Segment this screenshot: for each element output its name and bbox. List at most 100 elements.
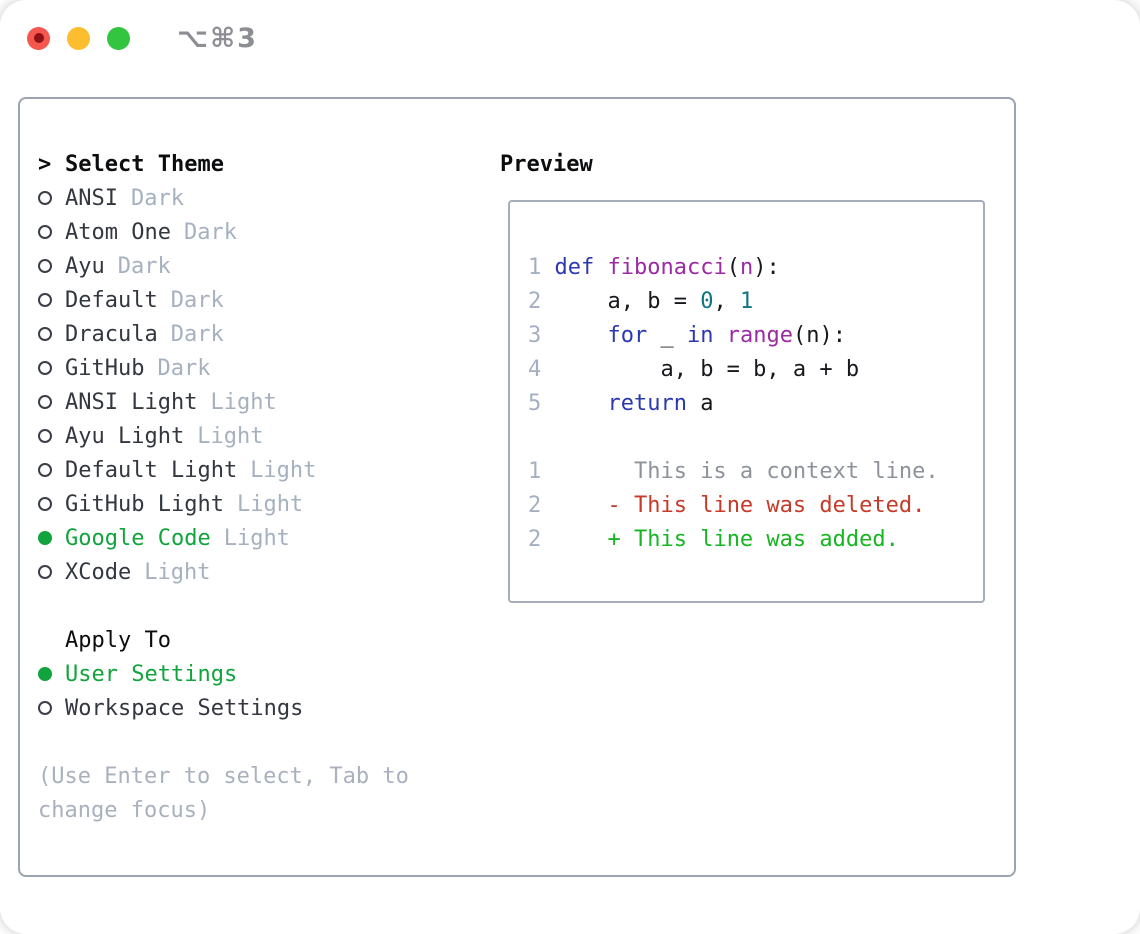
code-segment: (	[726, 255, 740, 280]
theme-variant: Light	[223, 526, 290, 551]
radio-icon	[38, 429, 52, 443]
code-segment	[713, 323, 726, 348]
window-title: ⌥⌘3	[177, 22, 258, 54]
theme-option[interactable]: GitHub Dark	[38, 352, 500, 386]
code-segment: n	[739, 255, 754, 280]
code-segment: This is a context line.	[541, 459, 939, 484]
theme-option[interactable]: Dracula Dark	[38, 318, 500, 352]
preview-column: Preview 1 def fibonacci(n):2 a, b = 0, 1…	[500, 99, 1014, 875]
code-segment: 0	[700, 289, 714, 314]
code-segment: fibonacci	[607, 255, 727, 280]
code-segment	[541, 323, 607, 348]
radio-icon	[38, 327, 52, 341]
apply-to-name: User Settings	[65, 662, 238, 687]
theme-name: GitHub Light	[65, 492, 224, 517]
code-line: 1 def fibonacci(n):	[528, 251, 983, 285]
theme-name: Dracula	[65, 322, 158, 347]
theme-name: Google Code	[65, 526, 211, 551]
code-line: 3 for _ in range(n):	[528, 319, 983, 353]
theme-variant: Dark	[183, 220, 237, 245]
theme-option[interactable]: Atom One Dark	[38, 216, 500, 250]
preview-diff: 1 This is a context line.2 - This line w…	[528, 455, 983, 557]
code-segment: ,	[713, 289, 740, 314]
code-segment	[541, 493, 607, 518]
theme-option[interactable]: ANSI Dark	[38, 182, 500, 216]
code-segment: 1	[739, 289, 754, 314]
select-theme-header: >Select Theme	[38, 148, 500, 182]
select-theme-header-label: Select Theme	[65, 152, 224, 177]
theme-name: Ayu	[65, 254, 105, 279]
line-number: 2	[528, 493, 542, 518]
close-dot-icon	[33, 33, 44, 43]
code-segment: a, b = b, a + b	[541, 357, 860, 382]
radio-icon	[38, 667, 52, 681]
theme-name: XCode	[65, 560, 132, 585]
theme-variant: Dark	[157, 356, 211, 381]
theme-name: ANSI	[65, 186, 118, 211]
radio-icon	[38, 497, 52, 511]
theme-option[interactable]: Ayu Dark	[38, 250, 500, 284]
theme-name: Default Light	[65, 458, 238, 483]
line-number: 5	[528, 391, 542, 416]
radio-icon	[38, 531, 52, 545]
code-segment: def	[554, 255, 595, 280]
radio-icon	[38, 191, 52, 205]
diff-line: 2 + This line was added.	[528, 523, 983, 557]
theme-variant: Light	[144, 560, 211, 585]
apply-to-header: Apply To	[65, 628, 171, 653]
code-segment: in	[686, 323, 714, 348]
apply-to-option[interactable]: User Settings	[38, 658, 500, 692]
theme-variant: Dark	[117, 254, 171, 279]
code-segment: return	[607, 391, 687, 416]
code-segment: range	[726, 323, 793, 348]
minimize-button-icon[interactable]	[67, 26, 90, 50]
code-segment: a	[686, 391, 714, 416]
theme-variant: Light	[210, 390, 277, 415]
theme-variant: Dark	[130, 186, 184, 211]
line-number: 4	[528, 357, 542, 382]
radio-icon	[38, 293, 52, 307]
radio-icon	[38, 565, 52, 579]
code-segment: for	[607, 323, 648, 348]
zoom-button-icon[interactable]	[107, 26, 130, 50]
theme-variant: Light	[250, 458, 317, 483]
theme-variant: Dark	[170, 322, 224, 347]
radio-icon	[38, 259, 52, 273]
line-number: 2	[528, 527, 542, 552]
radio-icon	[38, 701, 52, 715]
theme-option[interactable]: Default Light Light	[38, 454, 500, 488]
apply-to-name: Workspace Settings	[65, 696, 304, 721]
code-line: 4 a, b = b, a + b	[528, 353, 983, 387]
code-segment: a, b =	[541, 289, 701, 314]
code-segment	[541, 527, 607, 552]
help-text: (Use Enter to select, Tab to change focu…	[38, 764, 409, 823]
code-segment	[541, 255, 554, 280]
diff-line: 1 This is a context line.	[528, 455, 983, 489]
titlebar: ⌥⌘3	[0, 0, 1140, 76]
close-button-icon[interactable]	[27, 26, 50, 50]
theme-option[interactable]: XCode Light	[38, 556, 500, 590]
radio-icon	[38, 361, 52, 375]
code-segment: (n):	[792, 323, 846, 348]
theme-name: Default	[65, 288, 158, 313]
radio-icon	[38, 463, 52, 477]
theme-name: Atom One	[65, 220, 171, 245]
code-line: 2 a, b = 0, 1	[528, 285, 983, 319]
line-number: 3	[528, 323, 542, 348]
radio-icon	[38, 225, 52, 239]
theme-name: GitHub	[65, 356, 145, 381]
theme-option[interactable]: Google Code Light	[38, 522, 500, 556]
theme-option[interactable]: ANSI Light Light	[38, 386, 500, 420]
theme-name: ANSI Light	[65, 390, 198, 415]
preview-header: Preview	[500, 152, 593, 177]
apply-to-option[interactable]: Workspace Settings	[38, 692, 500, 726]
